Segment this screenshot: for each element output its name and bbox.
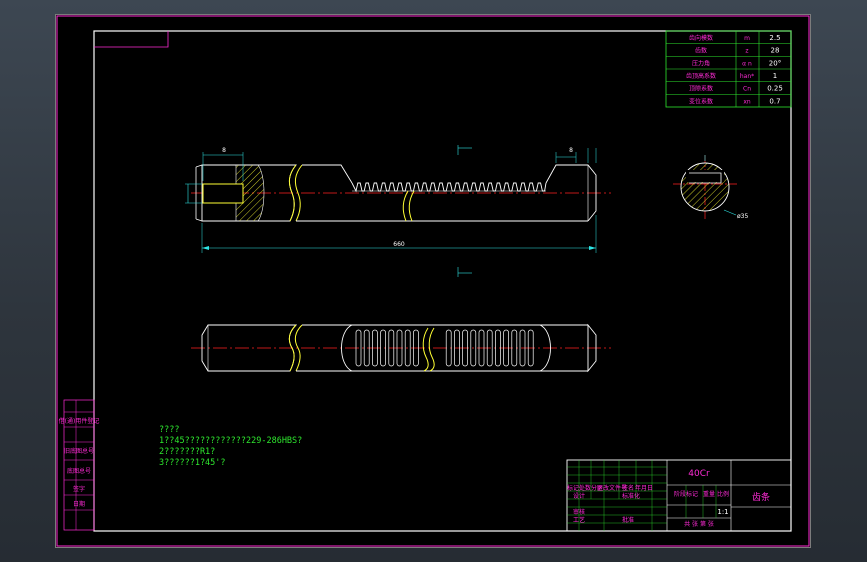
param-value-2: 20° (769, 59, 781, 67)
param-name-4: 顶隙系数 (689, 85, 713, 93)
tb-designer: 设计 (573, 492, 585, 500)
tb-count: 处数 (579, 484, 591, 492)
tooth-slot-1 (363, 329, 370, 367)
tb-scale-label: 比例 (717, 490, 729, 498)
material-label: 40Cr (688, 469, 710, 479)
tb-process: 工艺 (573, 516, 585, 524)
tb-date: 年月日 (635, 484, 653, 492)
tooth-slot-11 (470, 329, 477, 367)
param-name-3: 齿顶高系数 (686, 72, 716, 80)
param-symbol-1: z (745, 48, 748, 55)
part-name: 齿条 (752, 491, 770, 503)
tb-sheet: 共 张 第 张 (684, 520, 714, 528)
inner-frame (93, 30, 792, 532)
param-symbol-0: m (744, 35, 750, 42)
length-dimension: 660 (393, 241, 405, 248)
param-name-1: 齿数 (695, 47, 707, 55)
param-symbol-2: α n (742, 60, 752, 67)
outer-frame (56, 15, 810, 547)
tooth-slot-18 (527, 329, 534, 367)
rack-front-view (191, 164, 611, 222)
note-1: 1??45????????????229-286HBS? (159, 436, 302, 446)
tb-standard: 标准化 (622, 492, 640, 500)
cad-viewport[interactable]: 齿向模数 m 2.5 齿数 z 28 压力角 α n 20° 齿顶高系数 han… (55, 14, 811, 548)
cross-section: ø35 (673, 155, 748, 220)
tb-stage-mark: 阶段标记 (674, 490, 698, 498)
tooth-slot-10 (462, 329, 468, 367)
tooth-slot-7 (413, 329, 419, 367)
left-width-dim: 8 (222, 147, 226, 154)
diameter-label: ø35 (737, 213, 748, 220)
technical-notes: ???? 1??45????????????229-286HBS? 2?????… (159, 425, 302, 468)
tb-zone: 分区 (591, 484, 603, 492)
note-0: ???? (159, 425, 179, 435)
tooth-slot-2 (372, 329, 378, 367)
parameter-table: 齿向模数 m 2.5 齿数 z 28 压力角 α n 20° 齿顶高系数 han… (665, 30, 792, 108)
tooth-slot-16 (511, 329, 518, 367)
tb-weight: 重量 (703, 490, 715, 498)
param-name-5: 变位系数 (689, 97, 713, 105)
tooth-slot-15 (503, 329, 509, 367)
tb-change-doc: 更改文件号 (597, 484, 627, 492)
tb-approve: 批准 (622, 516, 634, 524)
param-value-3: 1 (773, 72, 777, 80)
title-block: 标记 处数 分区 更改文件号 签名 年月日 设计 标准化 审核 工艺 批准 40… (566, 459, 792, 532)
tooth-slot-0 (355, 329, 362, 367)
tooth-slot-5 (396, 329, 403, 367)
param-value-5: 0.7 (769, 97, 780, 105)
rack-top-view (191, 323, 611, 373)
tooth-slot-4 (388, 329, 395, 367)
param-value-4: 0.25 (767, 85, 783, 93)
side-label-4: 日期 (73, 500, 85, 508)
tooth-slot-17 (519, 329, 526, 367)
right-width-dim: 8 (569, 147, 573, 154)
side-label-2: 底图总号 (67, 467, 91, 475)
tb-mark: 标记 (567, 484, 579, 492)
tb-checker: 审核 (573, 508, 585, 516)
tooth-slot-8 (445, 329, 452, 367)
front-dimensions: 660 8 8 (185, 145, 597, 277)
param-name-0: 齿向模数 (689, 34, 713, 42)
tb-sign: 签名 (622, 484, 634, 492)
param-value-1: 28 (771, 47, 780, 55)
side-label-0: 借(通)用件登记 (59, 417, 100, 425)
side-label-3: 签字 (73, 485, 85, 493)
tooth-slot-6 (404, 329, 411, 367)
note-2: 2???????R1? (159, 447, 215, 457)
param-symbol-3: han* (740, 73, 754, 80)
param-symbol-5: xn (743, 98, 751, 105)
param-value-0: 2.5 (769, 34, 780, 42)
rack-teeth (351, 182, 547, 193)
param-name-2: 压力角 (692, 59, 710, 67)
tooth-slot-12 (478, 329, 485, 367)
drawing-canvas: 齿向模数 m 2.5 齿数 z 28 压力角 α n 20° 齿顶高系数 han… (56, 15, 810, 547)
side-strip: 借(通)用件登记 旧底图总号 底图总号 签字 日期 (59, 399, 100, 531)
rack-teeth-top (355, 329, 534, 367)
tooth-slot-14 (495, 329, 501, 367)
note-3: 3??????1?45'? (159, 458, 226, 468)
scale-value: 1:1 (717, 508, 728, 516)
param-symbol-4: Cn (743, 86, 751, 93)
tooth-slot-3 (380, 329, 386, 367)
tooth-slot-13 (486, 329, 493, 367)
side-label-1: 旧底图总号 (64, 447, 94, 455)
code-box (94, 31, 169, 48)
tooth-slot-9 (454, 329, 460, 367)
